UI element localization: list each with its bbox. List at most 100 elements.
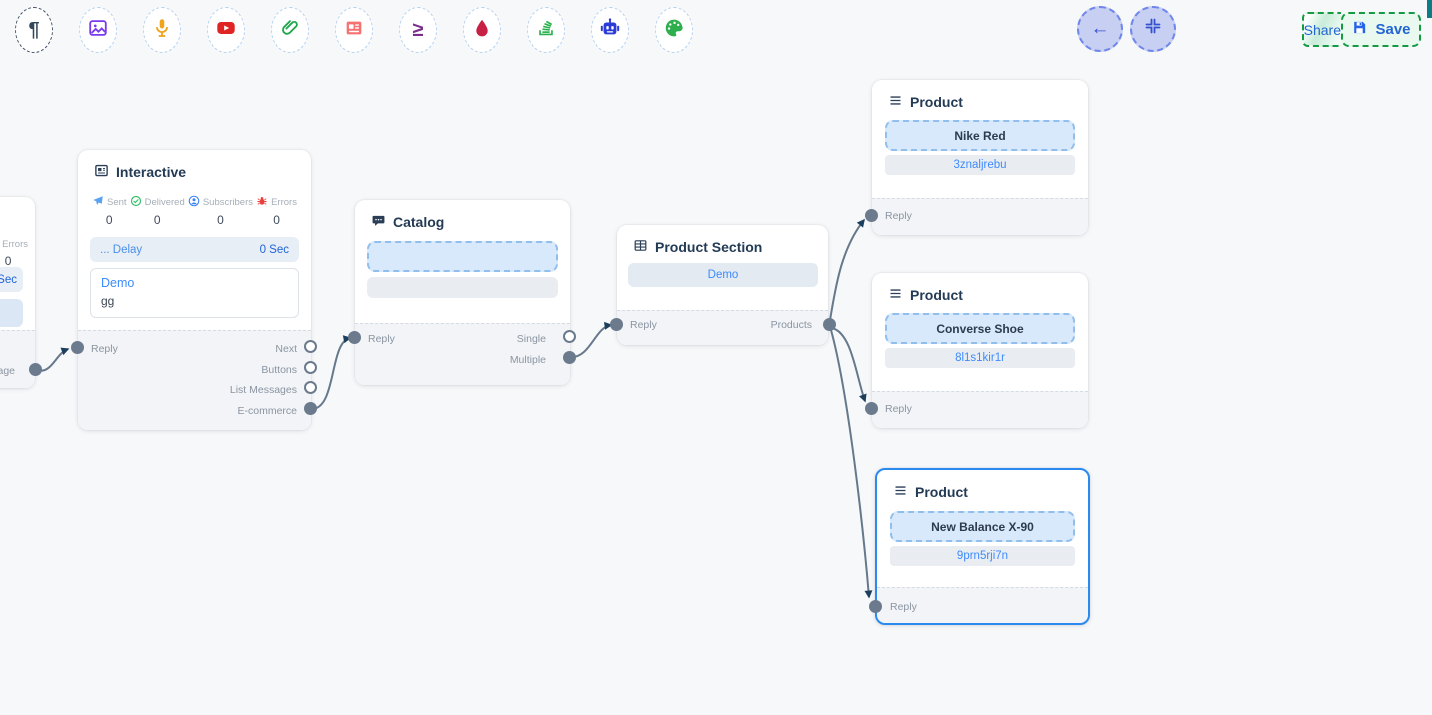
stat-label: Sent bbox=[107, 197, 127, 208]
product-name-box[interactable]: New Balance X-90 bbox=[890, 511, 1075, 542]
delay-label: ... Delay bbox=[100, 243, 143, 256]
input-label-reply: Reply bbox=[885, 403, 912, 415]
output-handle-message[interactable] bbox=[29, 363, 42, 376]
video-node-button[interactable] bbox=[207, 7, 245, 53]
stack-icon bbox=[535, 17, 557, 44]
bot-node-button[interactable] bbox=[591, 7, 629, 53]
output-label-ecommerce: E-commerce bbox=[237, 405, 297, 417]
stats-row: Sent 0 Delivered 0 Subscribers 0 Errors … bbox=[78, 187, 311, 229]
input-handle-reply[interactable] bbox=[610, 318, 623, 331]
output-label-multiple: Multiple bbox=[509, 354, 546, 366]
stat-label: Subscribers bbox=[202, 197, 254, 208]
input-handle-reply[interactable] bbox=[348, 331, 361, 344]
droplet-node-button[interactable] bbox=[463, 7, 501, 53]
stack-node-button[interactable] bbox=[527, 7, 565, 53]
output-handle-next[interactable] bbox=[304, 340, 317, 353]
fit-view-button[interactable] bbox=[1130, 6, 1176, 52]
input-label-reply: Reply bbox=[885, 210, 912, 222]
input-label-reply: Reply bbox=[368, 333, 395, 345]
output-label-list-messages: List Messages bbox=[229, 384, 297, 396]
product-name-box[interactable]: Nike Red bbox=[885, 120, 1075, 151]
output-label-next: Next bbox=[275, 343, 297, 355]
edge-ecommerce-to-catalog bbox=[310, 335, 352, 411]
output-handle-ecommerce[interactable] bbox=[304, 402, 317, 415]
audio-node-button[interactable] bbox=[143, 7, 181, 53]
input-label-reply: Reply bbox=[91, 343, 118, 355]
stat-label: Errors bbox=[271, 197, 297, 208]
save-button-label: Save bbox=[1375, 21, 1411, 38]
catalog-picker[interactable] bbox=[367, 241, 558, 272]
node-footer: Reply Single Multiple bbox=[355, 323, 570, 385]
attachment-node-button[interactable] bbox=[271, 7, 309, 53]
delivered-icon bbox=[130, 195, 142, 210]
template-node-button[interactable] bbox=[335, 7, 373, 53]
interactive-icon bbox=[94, 163, 109, 181]
share-button[interactable]: Share bbox=[1302, 12, 1341, 47]
section-demo-button[interactable]: Demo bbox=[628, 263, 818, 287]
output-handle-buttons[interactable] bbox=[304, 361, 317, 374]
output-label-buttons: Buttons bbox=[261, 364, 297, 376]
image-icon bbox=[87, 17, 109, 44]
message-body: gg bbox=[101, 294, 115, 308]
input-handle-reply[interactable] bbox=[865, 402, 878, 415]
compress-icon bbox=[1144, 17, 1162, 41]
delay-value: 0 Sec bbox=[259, 243, 289, 256]
product-section-node[interactable]: Product Section Demo Reply Products bbox=[610, 225, 836, 345]
node-title: Product Section bbox=[655, 239, 763, 255]
text-node-button[interactable]: ¶ bbox=[15, 7, 53, 53]
node-title: Product bbox=[910, 94, 963, 110]
message-node-partial[interactable]: Errors 0 0 Sec Message bbox=[0, 197, 42, 388]
catalog-id-box bbox=[367, 277, 558, 298]
back-button[interactable]: ← bbox=[1077, 6, 1123, 52]
output-handle-multiple[interactable] bbox=[563, 351, 576, 364]
save-button[interactable]: Save bbox=[1341, 12, 1421, 47]
input-handle-reply[interactable] bbox=[71, 341, 84, 354]
paperclip-icon bbox=[279, 17, 301, 44]
retailer-id-box: 9prn5rji7n bbox=[890, 546, 1075, 566]
product-node-3[interactable]: Product New Balance X-90 9prn5rji7n Repl… bbox=[869, 468, 1090, 625]
catalog-node[interactable]: Catalog Reply Single Multiple bbox=[348, 200, 576, 385]
input-label-reply: Reply bbox=[890, 601, 917, 613]
canvas-controls: ← bbox=[1077, 6, 1176, 52]
delay-row[interactable]: ... Delay 0 Sec bbox=[90, 237, 299, 262]
node-footer: Reply bbox=[872, 198, 1088, 235]
microphone-icon bbox=[151, 17, 173, 44]
output-label-message: Message bbox=[0, 365, 15, 377]
section-demo-label: Demo bbox=[707, 269, 739, 281]
message-title: Demo bbox=[101, 276, 135, 290]
output-handle-list-messages[interactable] bbox=[304, 381, 317, 394]
floppy-icon bbox=[1351, 19, 1368, 40]
product-node-1[interactable]: Product Nike Red 3znaljrebu Reply bbox=[865, 80, 1088, 235]
output-handle-single[interactable] bbox=[563, 330, 576, 343]
input-handle-reply[interactable] bbox=[869, 600, 882, 613]
edge-products-to-product2 bbox=[831, 327, 867, 403]
retailer-id-box: 8l1s1kir1r bbox=[885, 348, 1075, 368]
node-palette-toolbar: ¶ ≥ bbox=[15, 7, 693, 53]
node-footer: Reply bbox=[872, 391, 1088, 428]
delay-row[interactable]: 0 Sec bbox=[0, 267, 23, 292]
input-handle-reply[interactable] bbox=[865, 209, 878, 222]
condition-node-button[interactable]: ≥ bbox=[399, 7, 437, 53]
newspaper-icon bbox=[343, 17, 365, 44]
pilcrow-icon: ¶ bbox=[28, 19, 40, 41]
node-footer: Reply bbox=[877, 587, 1088, 623]
interactive-node[interactable]: Interactive Sent 0 Delivered 0 Subscribe… bbox=[71, 150, 317, 430]
product-node-2[interactable]: Product Converse Shoe 8l1s1kir1r Reply bbox=[865, 273, 1088, 428]
retailer-id: 9prn5rji7n bbox=[956, 550, 1009, 562]
output-label-products: Products bbox=[770, 319, 812, 331]
catalog-icon bbox=[371, 213, 386, 231]
content-box[interactable] bbox=[0, 299, 23, 327]
image-node-button[interactable] bbox=[79, 7, 117, 53]
product-icon bbox=[888, 286, 903, 304]
robot-icon bbox=[599, 17, 621, 44]
stat-value: 0 bbox=[217, 213, 224, 227]
message-preview[interactable]: Demo gg bbox=[90, 268, 299, 318]
greater-equal-icon: ≥ bbox=[412, 19, 424, 41]
output-label-single: Single bbox=[516, 333, 546, 345]
product-name-box[interactable]: Converse Shoe bbox=[885, 313, 1075, 344]
edge-products-to-product1 bbox=[829, 218, 865, 321]
clipped-panel-edge bbox=[1427, 0, 1432, 18]
output-handle-products[interactable] bbox=[823, 318, 836, 331]
edge-products-to-product3 bbox=[830, 329, 873, 599]
theme-node-button[interactable] bbox=[655, 7, 693, 53]
